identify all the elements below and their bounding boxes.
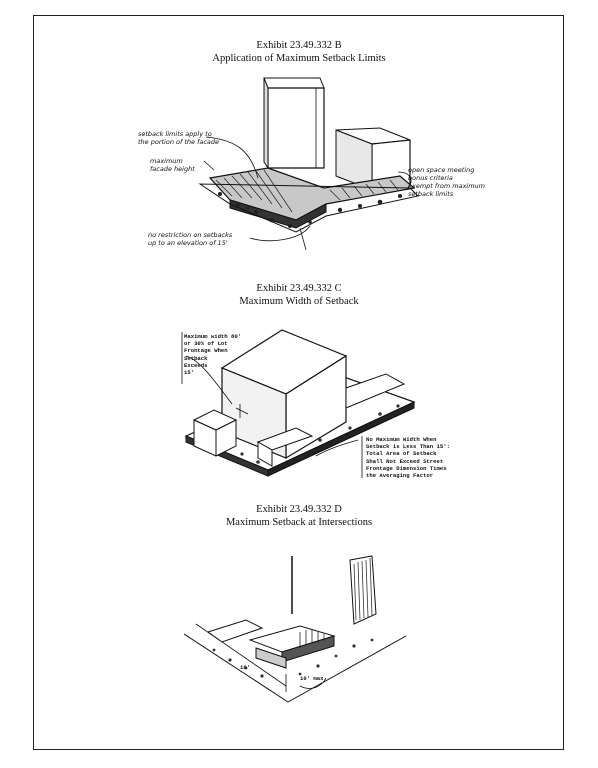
exhibit-d-title-block: Exhibit 23.49.332 D Maximum Setback at I… <box>0 504 598 529</box>
exhibit-b-title-block: Exhibit 23.49.332 B Application of Maxim… <box>0 40 598 65</box>
exhibit-b-caption: Application of Maximum Setback Limits <box>212 52 386 64</box>
exhibit-d-number: Exhibit 23.49.332 D <box>256 504 342 515</box>
exhibit-b-facade-height-label: maximum facade height <box>150 157 195 173</box>
exhibit-c-caption: Maximum Width of Setback <box>239 295 359 307</box>
exhibit-c-max-width-label: Maximum width 80' or 30% of Lot Frontage… <box>184 333 242 377</box>
exhibit-d-caption: Maximum Setback at Intersections <box>225 516 373 528</box>
exhibit-b-no-restriction-label: no restriction on setbacks up to an elev… <box>148 231 233 247</box>
exhibit-b-open-space-label: open space meeting bonus criteria exempt… <box>408 166 486 198</box>
exhibit-c-title-block: Exhibit 23.49.332 C Maximum Width of Set… <box>0 283 598 308</box>
exhibit-d-dim-a-label: 10' <box>240 664 251 671</box>
exhibit-c-number: Exhibit 23.49.332 C <box>256 283 342 294</box>
exhibit-b-number: Exhibit 23.49.332 B <box>256 40 342 51</box>
exhibit-d-dim-b-label: 10' max. <box>300 675 327 682</box>
exhibit-b-setback-limits-label: setback limits apply to the portion of t… <box>138 130 220 146</box>
exhibit-c-setback-less-label: No Maximum Width When Setback is Less Th… <box>366 436 450 480</box>
page-frame <box>33 15 564 750</box>
